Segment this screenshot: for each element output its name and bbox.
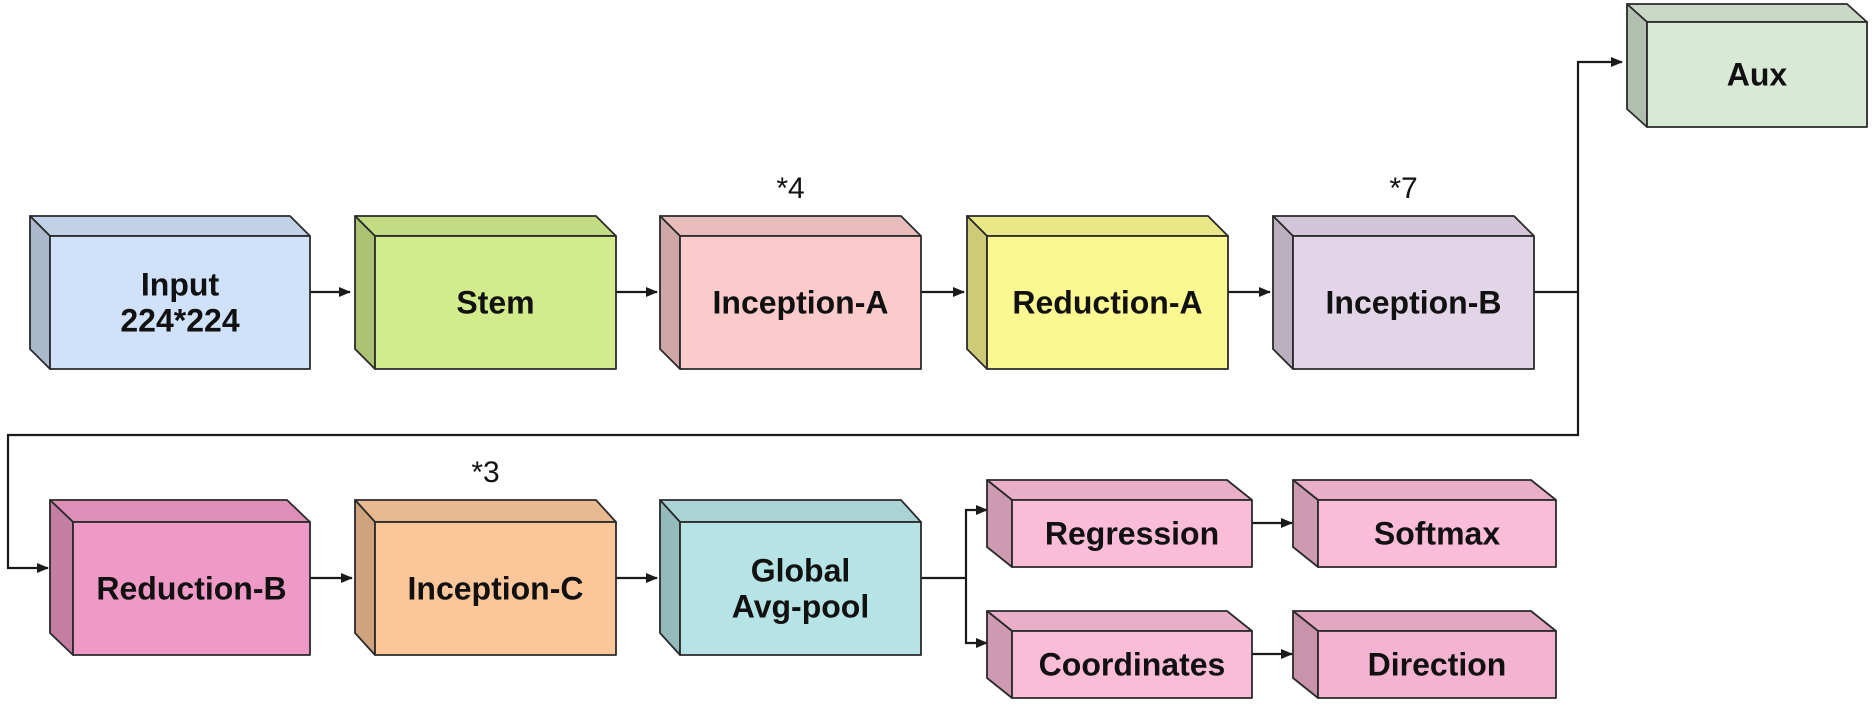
node-reduction-b-top bbox=[49, 499, 311, 523]
node-stem-label-line-0: Stem bbox=[456, 285, 534, 321]
node-softmax-label-line-0: Softmax bbox=[1374, 516, 1500, 552]
edge-global-avg-pool-to-regression bbox=[921, 505, 988, 580]
node-global-avg-pool-top bbox=[659, 499, 922, 523]
node-input-label-line-0: Input bbox=[141, 267, 220, 303]
node-inception-b-side bbox=[1272, 215, 1294, 370]
node-reduction-b-side bbox=[49, 499, 74, 656]
edges-layer bbox=[6, 57, 1623, 659]
node-coordinates-label-line-0: Coordinates bbox=[1039, 647, 1226, 683]
node-softmax: Softmax bbox=[1292, 479, 1557, 568]
node-stem-front bbox=[374, 235, 617, 370]
node-softmax-front bbox=[1317, 499, 1557, 568]
node-inception-c-repeat-label: *3 bbox=[471, 456, 499, 489]
node-input-label-line-1: 224*224 bbox=[120, 303, 239, 339]
node-inception-c: Inception-C *3 bbox=[354, 456, 617, 656]
edge-inception-b-to-reduction-b bbox=[6, 292, 1580, 573]
node-inception-a-top bbox=[659, 215, 922, 237]
node-regression-label-line-0: Regression bbox=[1045, 516, 1219, 552]
node-aux-label-line-0: Aux bbox=[1727, 57, 1788, 93]
node-global-avg-pool-side bbox=[659, 499, 681, 656]
node-reduction-a-front bbox=[986, 235, 1229, 370]
node-reduction-b: Reduction-B bbox=[49, 499, 311, 656]
node-aux-side bbox=[1626, 3, 1648, 128]
node-direction-top bbox=[1292, 610, 1557, 632]
node-stem-top bbox=[354, 215, 617, 237]
node-coordinates-front bbox=[1011, 630, 1253, 699]
node-global-avg-pool-label-line-1: Avg-pool bbox=[732, 589, 869, 625]
node-aux-front bbox=[1646, 21, 1868, 128]
node-inception-a-side bbox=[659, 215, 681, 370]
node-inception-a-repeat-label: *4 bbox=[776, 172, 804, 205]
node-inception-b-front bbox=[1292, 235, 1535, 370]
node-softmax-top bbox=[1292, 479, 1557, 501]
node-stem: Stem bbox=[354, 215, 617, 370]
node-coordinates-top bbox=[986, 610, 1253, 632]
node-reduction-b-front bbox=[72, 521, 311, 656]
node-regression: Regression bbox=[986, 479, 1253, 568]
node-aux-top bbox=[1626, 3, 1868, 23]
node-reduction-a-label-line-0: Reduction-A bbox=[1012, 285, 1202, 321]
node-direction: Direction bbox=[1292, 610, 1557, 699]
node-global-avg-pool-front bbox=[679, 521, 922, 656]
node-input-top bbox=[29, 215, 311, 237]
node-aux: Aux bbox=[1626, 3, 1868, 128]
node-input-front bbox=[49, 235, 311, 370]
node-reduction-a-side bbox=[966, 215, 988, 370]
node-reduction-a-top bbox=[966, 215, 1229, 237]
node-regression-front bbox=[1011, 499, 1253, 568]
node-coordinates: Coordinates bbox=[986, 610, 1253, 699]
node-inception-b-label-line-0: Inception-B bbox=[1326, 285, 1502, 321]
node-reduction-b-label-line-0: Reduction-B bbox=[96, 571, 286, 607]
node-inception-a: Inception-A *4 bbox=[659, 172, 922, 370]
edge-global-avg-pool-to-coordinates bbox=[964, 578, 988, 648]
node-inception-b: Inception-B *7 bbox=[1272, 172, 1535, 370]
node-inception-c-top bbox=[354, 499, 617, 523]
node-input-side bbox=[29, 215, 51, 370]
node-stem-side bbox=[354, 215, 376, 370]
node-inception-a-label-line-0: Inception-A bbox=[713, 285, 889, 321]
node-inception-a-front bbox=[679, 235, 922, 370]
node-direction-label-line-0: Direction bbox=[1368, 647, 1507, 683]
node-inception-c-front bbox=[374, 521, 617, 656]
node-inception-b-top bbox=[1272, 215, 1535, 237]
node-direction-front bbox=[1317, 630, 1557, 699]
node-inception-b-repeat-label: *7 bbox=[1389, 172, 1417, 205]
node-inception-c-label-line-0: Inception-C bbox=[408, 571, 584, 607]
node-reduction-a: Reduction-A bbox=[966, 215, 1229, 370]
node-global-avg-pool-label-line-0: Global bbox=[751, 553, 851, 589]
node-inception-c-side bbox=[354, 499, 376, 656]
edge-inception-b-to-aux bbox=[1534, 57, 1623, 294]
node-regression-top bbox=[986, 479, 1253, 501]
